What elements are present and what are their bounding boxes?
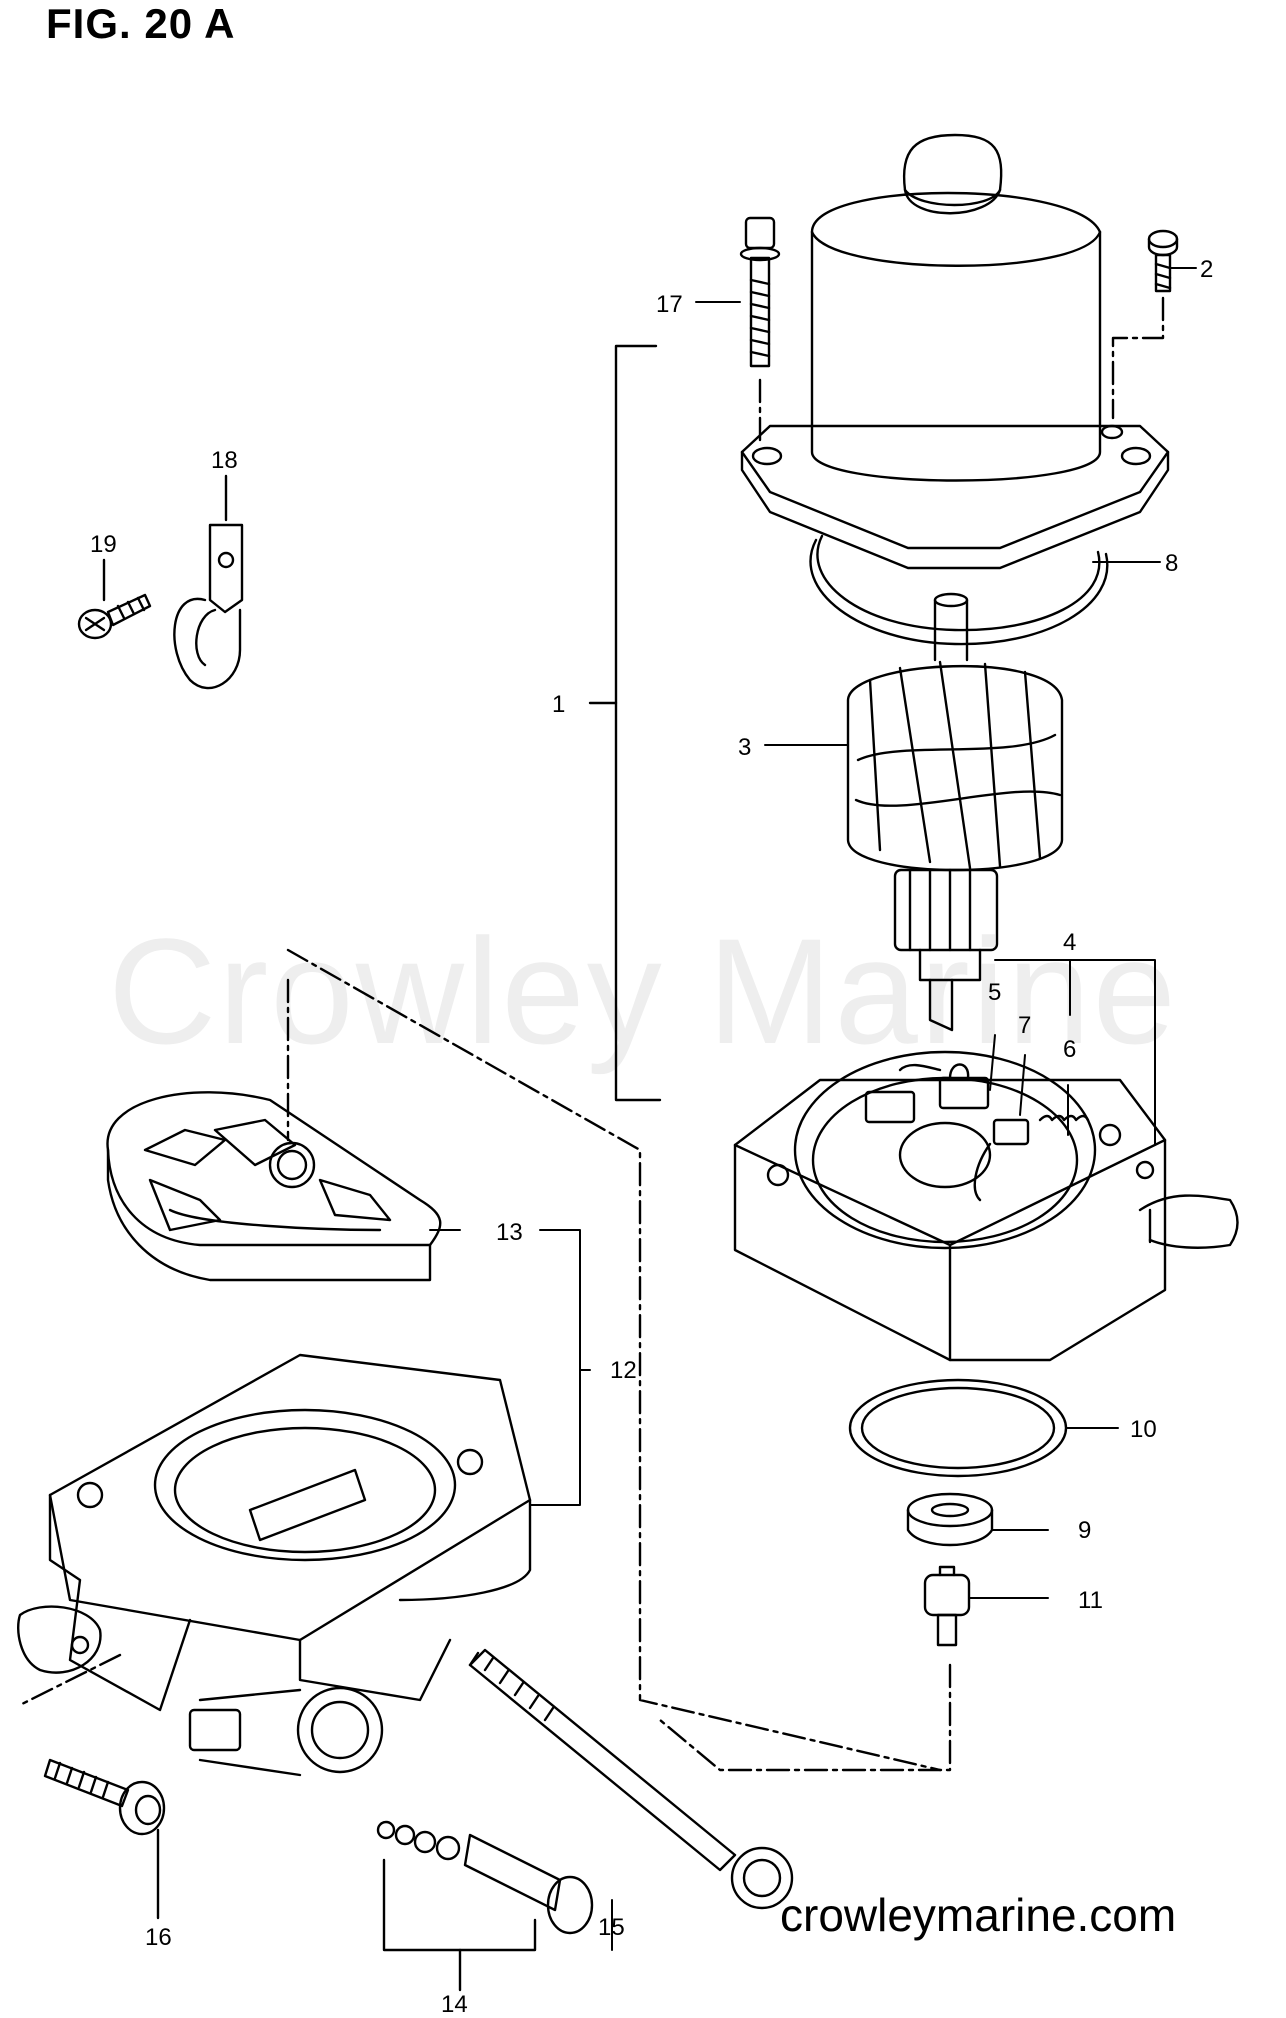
callouts: 1 2 3 4 5 6 7 8 9 10 11 12 13 14 15 16 1… <box>90 256 1213 2018</box>
brush-holder-assembly <box>733 1050 1239 1362</box>
part-2-screw <box>1111 229 1179 420</box>
part-10-oring <box>848 1378 1068 1478</box>
callout-5: 5 <box>988 979 1001 1006</box>
callout-10: 10 <box>1130 1416 1157 1443</box>
callout-15: 15 <box>598 1914 625 1941</box>
figure-title: FIG. 20 A <box>46 0 236 47</box>
callout-14: 14 <box>441 1991 468 2018</box>
callout-12: 12 <box>610 1357 637 1384</box>
callout-13: 13 <box>496 1219 523 1246</box>
part-19-screw <box>77 558 152 640</box>
part-8-gasket <box>809 534 1109 646</box>
part-3-armature <box>846 592 1064 1032</box>
callout-4: 4 <box>1063 929 1076 956</box>
callout-18: 18 <box>211 447 238 474</box>
part-13-filter-plate <box>106 948 942 1772</box>
part-11-coupler <box>658 1565 971 1772</box>
part-12-pump-base <box>17 1353 532 1777</box>
part-1-bracket <box>588 344 662 1102</box>
site-url: crowleymarine.com <box>780 1889 1177 1941</box>
callout-16: 16 <box>145 1924 172 1951</box>
callout-11: 11 <box>1078 1587 1103 1614</box>
part-14-valve <box>376 1820 594 1992</box>
leader-lines <box>429 267 1197 1951</box>
part-15-bolt <box>468 1648 794 1910</box>
part-16-bolt <box>43 1758 166 1920</box>
callout-9: 9 <box>1078 1517 1091 1544</box>
callout-8: 8 <box>1165 550 1178 577</box>
callout-19: 19 <box>90 531 117 558</box>
callout-17: 17 <box>656 291 683 318</box>
callout-3: 3 <box>738 734 751 761</box>
callout-2: 2 <box>1200 256 1213 283</box>
part-17-bolt <box>739 216 781 442</box>
callout-1: 1 <box>552 691 565 718</box>
part-9-bushing <box>906 1492 994 1547</box>
motor-housing <box>740 133 1170 570</box>
callout-6: 6 <box>1063 1036 1076 1063</box>
part-18-clamp <box>173 474 244 690</box>
callout-7: 7 <box>1018 1012 1031 1039</box>
